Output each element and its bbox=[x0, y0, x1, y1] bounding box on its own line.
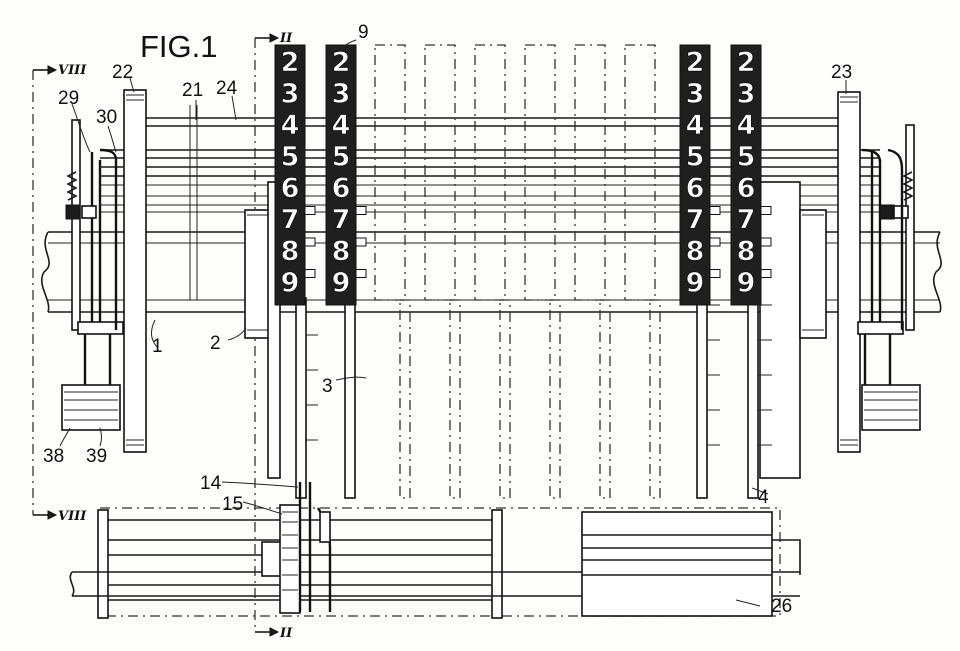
side-plate-left bbox=[123, 89, 147, 453]
wheel-digit: 3 bbox=[281, 79, 300, 110]
wheel-digit: 6 bbox=[737, 173, 756, 204]
wheel-tooth bbox=[709, 237, 721, 247]
phantom-wheels bbox=[374, 44, 661, 499]
wheel-tooth bbox=[760, 206, 772, 215]
lever-assembly-left bbox=[61, 119, 124, 431]
leader-lines bbox=[59, 39, 847, 607]
wheel-band bbox=[325, 44, 357, 306]
ref-2: 2 bbox=[210, 333, 221, 354]
wheel-tooth bbox=[355, 206, 367, 215]
ref-30: 30 bbox=[96, 107, 117, 128]
wheel-digit: 2 bbox=[737, 47, 756, 78]
wheel-digit: 6 bbox=[332, 173, 351, 204]
wheel-digit: 8 bbox=[686, 236, 705, 267]
wheel-digit: 4 bbox=[332, 110, 351, 141]
ref-4: 4 bbox=[758, 487, 769, 508]
section-mark-viii-top: VIII bbox=[58, 63, 87, 78]
wheel-band bbox=[274, 44, 306, 306]
wheel-band bbox=[679, 44, 711, 306]
wheel-digit: 8 bbox=[332, 236, 351, 267]
ref-14: 14 bbox=[200, 473, 222, 494]
wheel-digit: 6 bbox=[281, 173, 300, 204]
ref-21: 21 bbox=[182, 80, 203, 101]
wheel-digit: 5 bbox=[332, 142, 351, 173]
wheel-tooth bbox=[304, 206, 316, 215]
wheel-digit: 9 bbox=[332, 268, 351, 299]
ref-38: 38 bbox=[43, 446, 64, 467]
ref-23: 23 bbox=[831, 62, 852, 83]
wheel-tooth bbox=[355, 237, 367, 247]
wheel-digit: 5 bbox=[686, 142, 705, 173]
lever-assembly-right bbox=[857, 124, 921, 431]
wheel-tooth bbox=[760, 237, 772, 247]
wheel-digit: 5 bbox=[737, 142, 756, 173]
section-mark-ii-top: II bbox=[279, 31, 293, 46]
ref-29: 29 bbox=[58, 88, 79, 109]
wheel-digit: 2 bbox=[281, 47, 300, 78]
wheel-digit: 3 bbox=[737, 79, 756, 110]
ref-15: 15 bbox=[222, 494, 243, 515]
wheel-digit: 3 bbox=[332, 79, 351, 110]
wheel-digit: 4 bbox=[737, 110, 756, 141]
wheel-digit: 7 bbox=[332, 205, 351, 236]
wheel-tooth bbox=[355, 269, 367, 278]
wheel-tooth bbox=[709, 269, 721, 278]
wheel-digit: 4 bbox=[281, 110, 300, 141]
wheel-digit: 9 bbox=[281, 268, 300, 299]
section-line-ii bbox=[254, 33, 280, 637]
wheel-tooth bbox=[304, 237, 316, 247]
wheel-digit: 2 bbox=[332, 47, 351, 78]
wheel-digit: 9 bbox=[686, 268, 705, 299]
wheel-digit: 8 bbox=[737, 236, 756, 267]
wheel-tooth bbox=[760, 269, 772, 278]
wheel-digit: 2 bbox=[686, 47, 705, 78]
wheel-tooth bbox=[709, 206, 721, 215]
wheel-digit: 8 bbox=[281, 236, 300, 267]
side-plate-right bbox=[837, 91, 861, 453]
ref-26: 26 bbox=[771, 596, 792, 617]
section-line-viii bbox=[32, 65, 58, 520]
ref-22: 22 bbox=[112, 62, 133, 83]
wheel-digit: 5 bbox=[281, 142, 300, 173]
wheel-band bbox=[730, 44, 762, 306]
wheel-digit: 7 bbox=[281, 205, 300, 236]
wheel-digit: 7 bbox=[737, 205, 756, 236]
wheel-digit: 9 bbox=[737, 268, 756, 299]
wheel-digit: 4 bbox=[686, 110, 705, 141]
ref-24: 24 bbox=[216, 78, 238, 99]
wheel-digit: 3 bbox=[686, 79, 705, 110]
ref-3: 3 bbox=[322, 376, 333, 397]
ref-1: 1 bbox=[152, 336, 163, 357]
figure-title: FIG.1 bbox=[140, 29, 218, 64]
section-mark-viii-bottom: VIII bbox=[58, 509, 87, 524]
ref-9: 9 bbox=[358, 22, 369, 43]
drive-segment-3 bbox=[295, 297, 356, 499]
wheel-digit: 7 bbox=[686, 205, 705, 236]
ref-39: 39 bbox=[86, 446, 107, 467]
lower-carriage bbox=[69, 482, 801, 619]
wheel-digit: 6 bbox=[686, 173, 705, 204]
wheel-tooth bbox=[304, 269, 316, 278]
section-mark-ii-bottom: II bbox=[279, 626, 293, 641]
hub-block-right bbox=[759, 181, 827, 479]
